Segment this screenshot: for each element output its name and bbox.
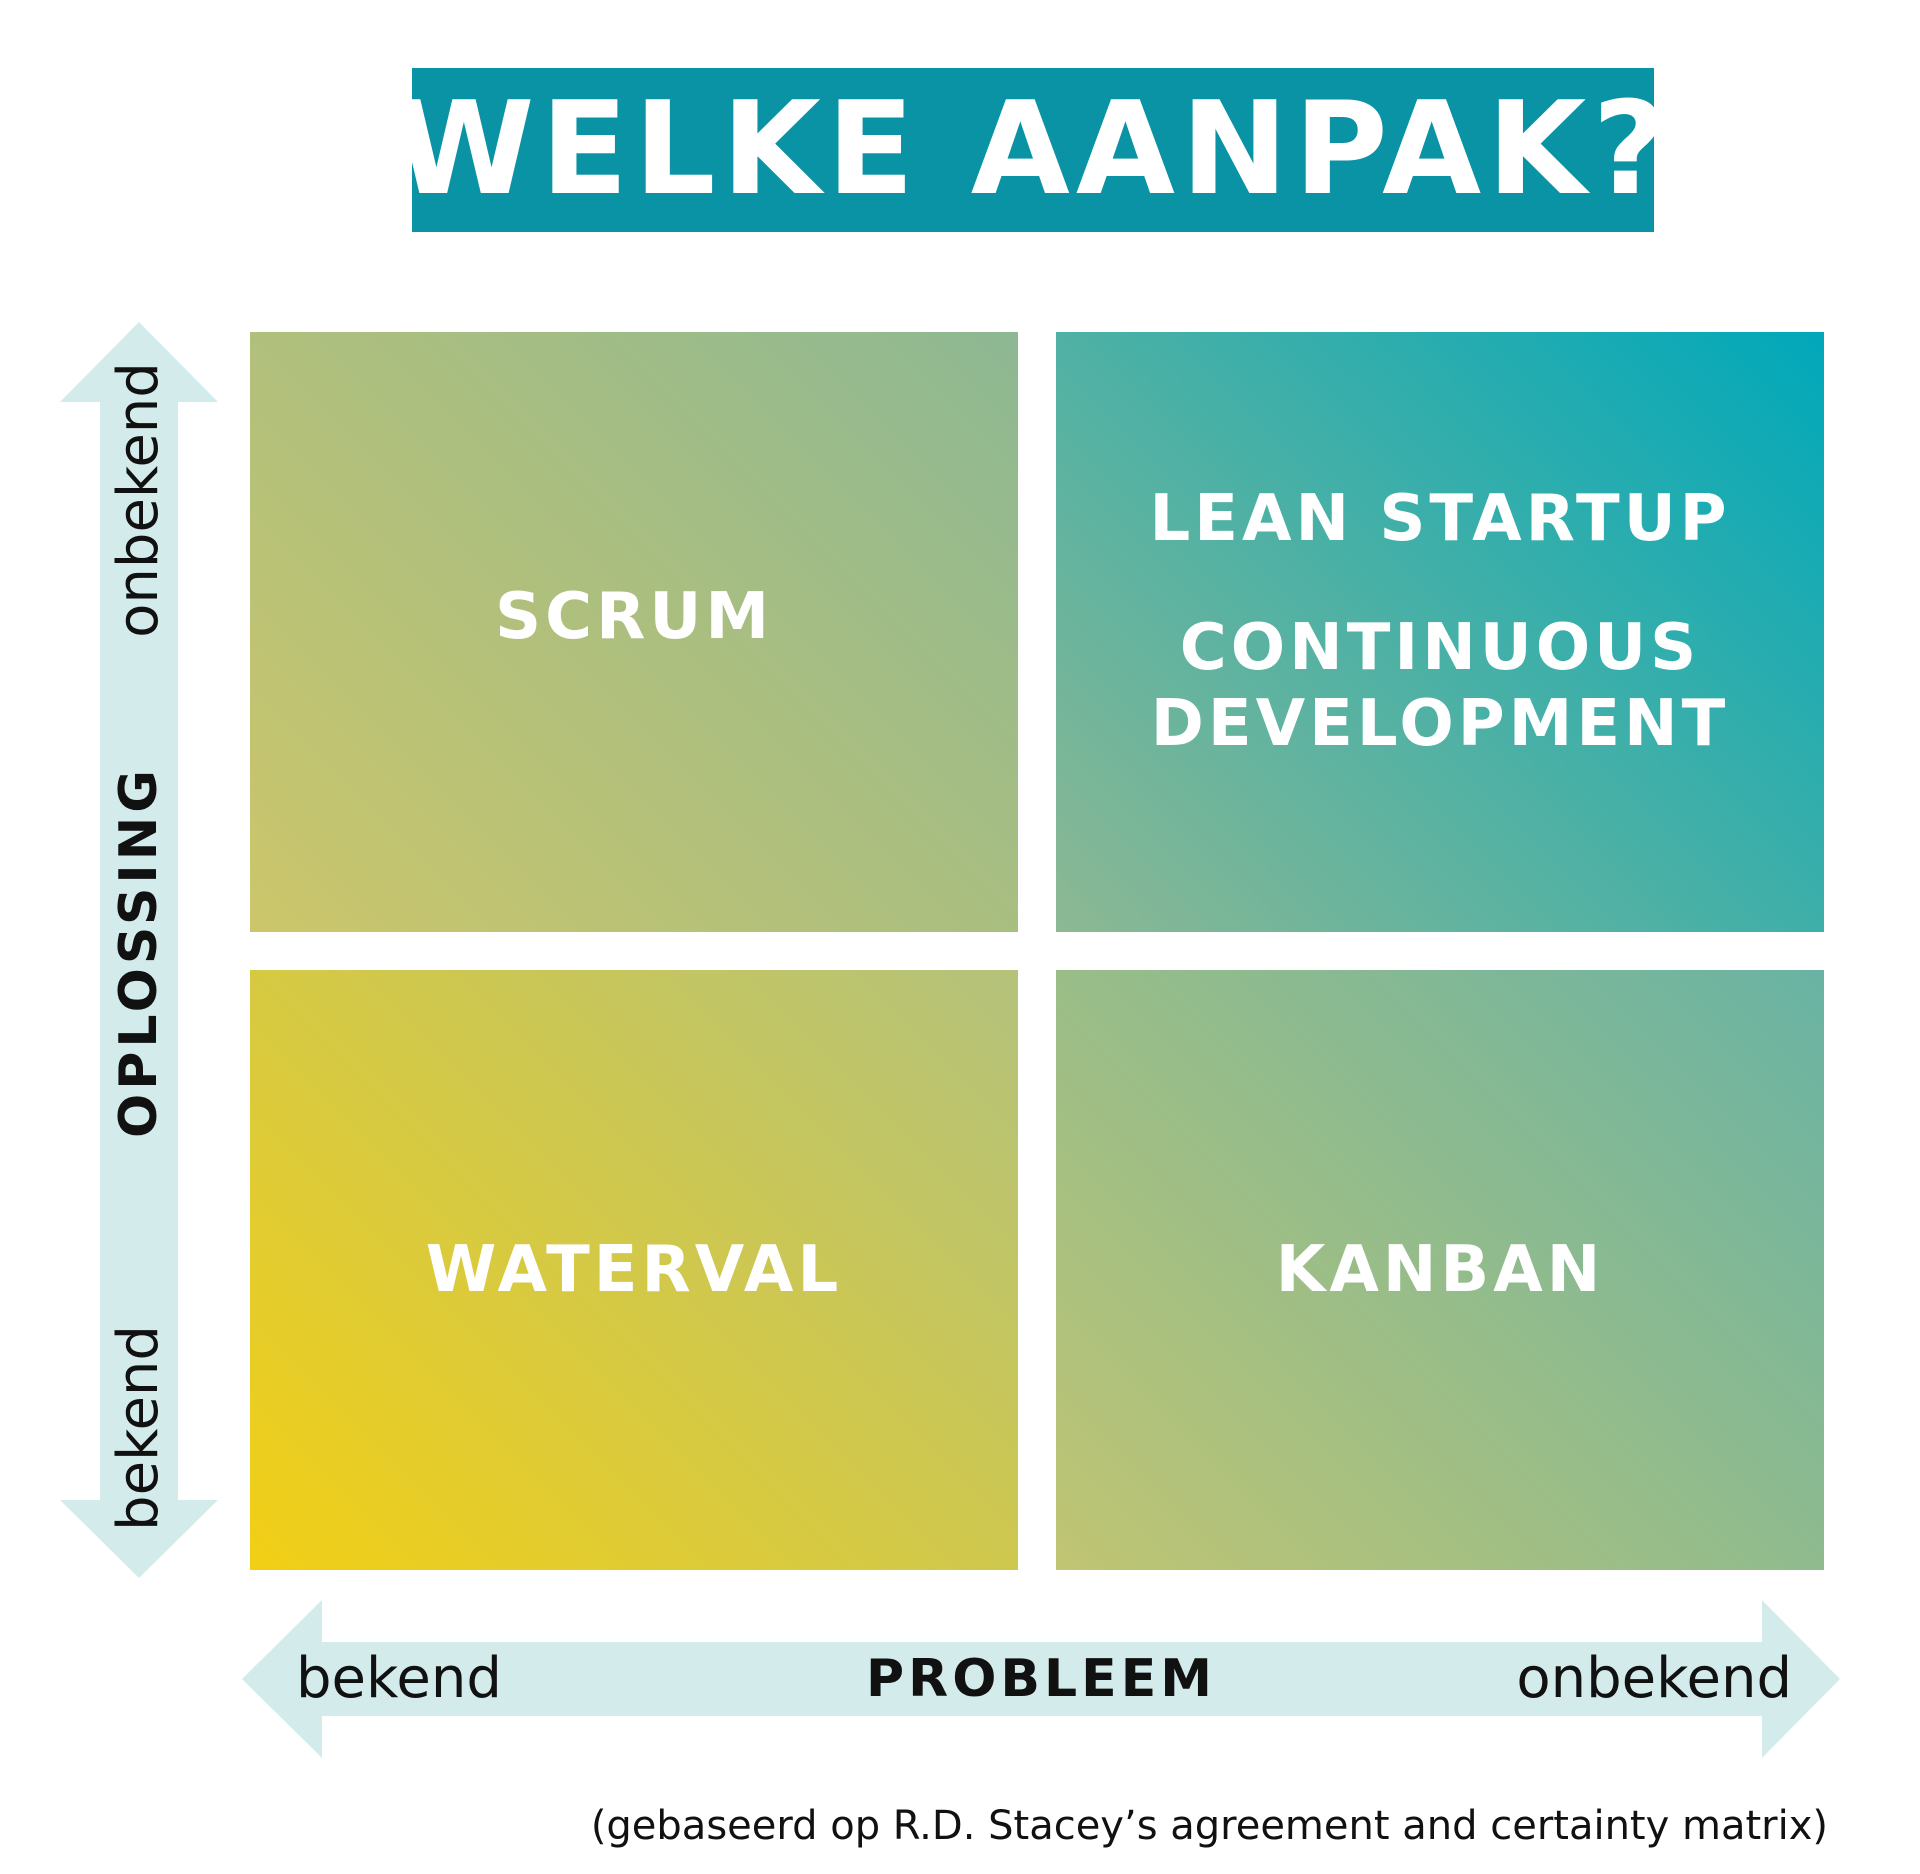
x-axis-title-container: PROBLEEM	[866, 1644, 1216, 1714]
quadrant-bottom-left: WATERVAL	[250, 970, 1018, 1570]
source-footnote: (gebaseerd op R.D. Stacey’s agreement an…	[590, 1803, 1828, 1849]
quadrant-label-scrum: SCRUM	[495, 579, 773, 654]
quadrant-label-development: DEVELOPMENT	[1150, 687, 1730, 762]
y-axis-title: OPLOSSING	[109, 766, 169, 1138]
quadrant-label-lean-startup: LEAN STARTUP	[1149, 481, 1731, 556]
quadrant-bottom-right: KANBAN	[1056, 970, 1824, 1570]
title-banner: WELKE AANPAK?	[393, 68, 1667, 232]
x-axis-high-label: onbekend	[1516, 1646, 1792, 1711]
quadrant-label-continuous: CONTINUOUS	[1179, 610, 1701, 685]
quadrant-top-left: SCRUM	[250, 332, 1018, 932]
horizontal-axis-arrow	[242, 1600, 1840, 1758]
x-axis-high-container: onbekend	[1516, 1644, 1792, 1714]
x-axis-low-label: bekend	[296, 1646, 502, 1711]
quadrant-label-waterval: WATERVAL	[425, 1232, 843, 1307]
quadrant-top-right: LEAN STARTUP CONTINUOUS DEVELOPMENT	[1056, 332, 1824, 932]
y-axis-low-label: bekend	[106, 1325, 171, 1531]
page-title: WELKE AANPAK?	[393, 75, 1673, 224]
x-axis-low-container: bekend	[296, 1644, 502, 1714]
quadrant-label-kanban: KANBAN	[1275, 1232, 1605, 1307]
vertical-axis-arrow	[60, 322, 218, 1578]
y-axis-high-label: onbekend	[106, 362, 171, 638]
x-axis-title: PROBLEEM	[866, 1649, 1216, 1709]
